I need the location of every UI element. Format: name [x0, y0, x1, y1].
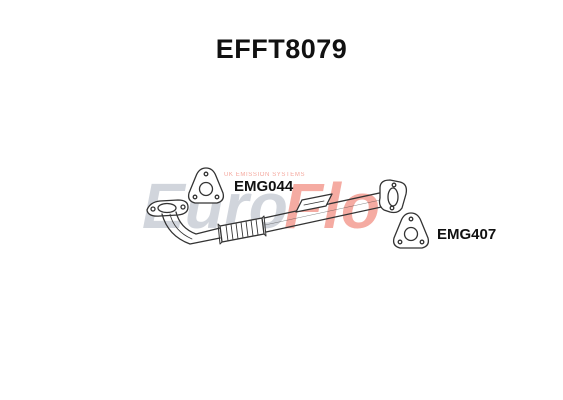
inlet-flange: [146, 199, 189, 217]
pipe-assembly: [146, 167, 430, 249]
part-number-title: EFFT8079: [215, 34, 348, 64]
flexible-section: [217, 215, 267, 245]
support-bracket: [295, 193, 333, 213]
gasket-label-emg044: EMG044: [234, 178, 294, 195]
gasket-label-emg407: EMG407: [437, 226, 497, 243]
outlet-flange: [378, 179, 408, 214]
watermark-tagline: UK EMISSION SYSTEMS: [224, 172, 305, 178]
pipe-bend: [161, 211, 221, 245]
gasket-emg044: [187, 167, 225, 204]
gasket-emg407: [392, 212, 430, 249]
